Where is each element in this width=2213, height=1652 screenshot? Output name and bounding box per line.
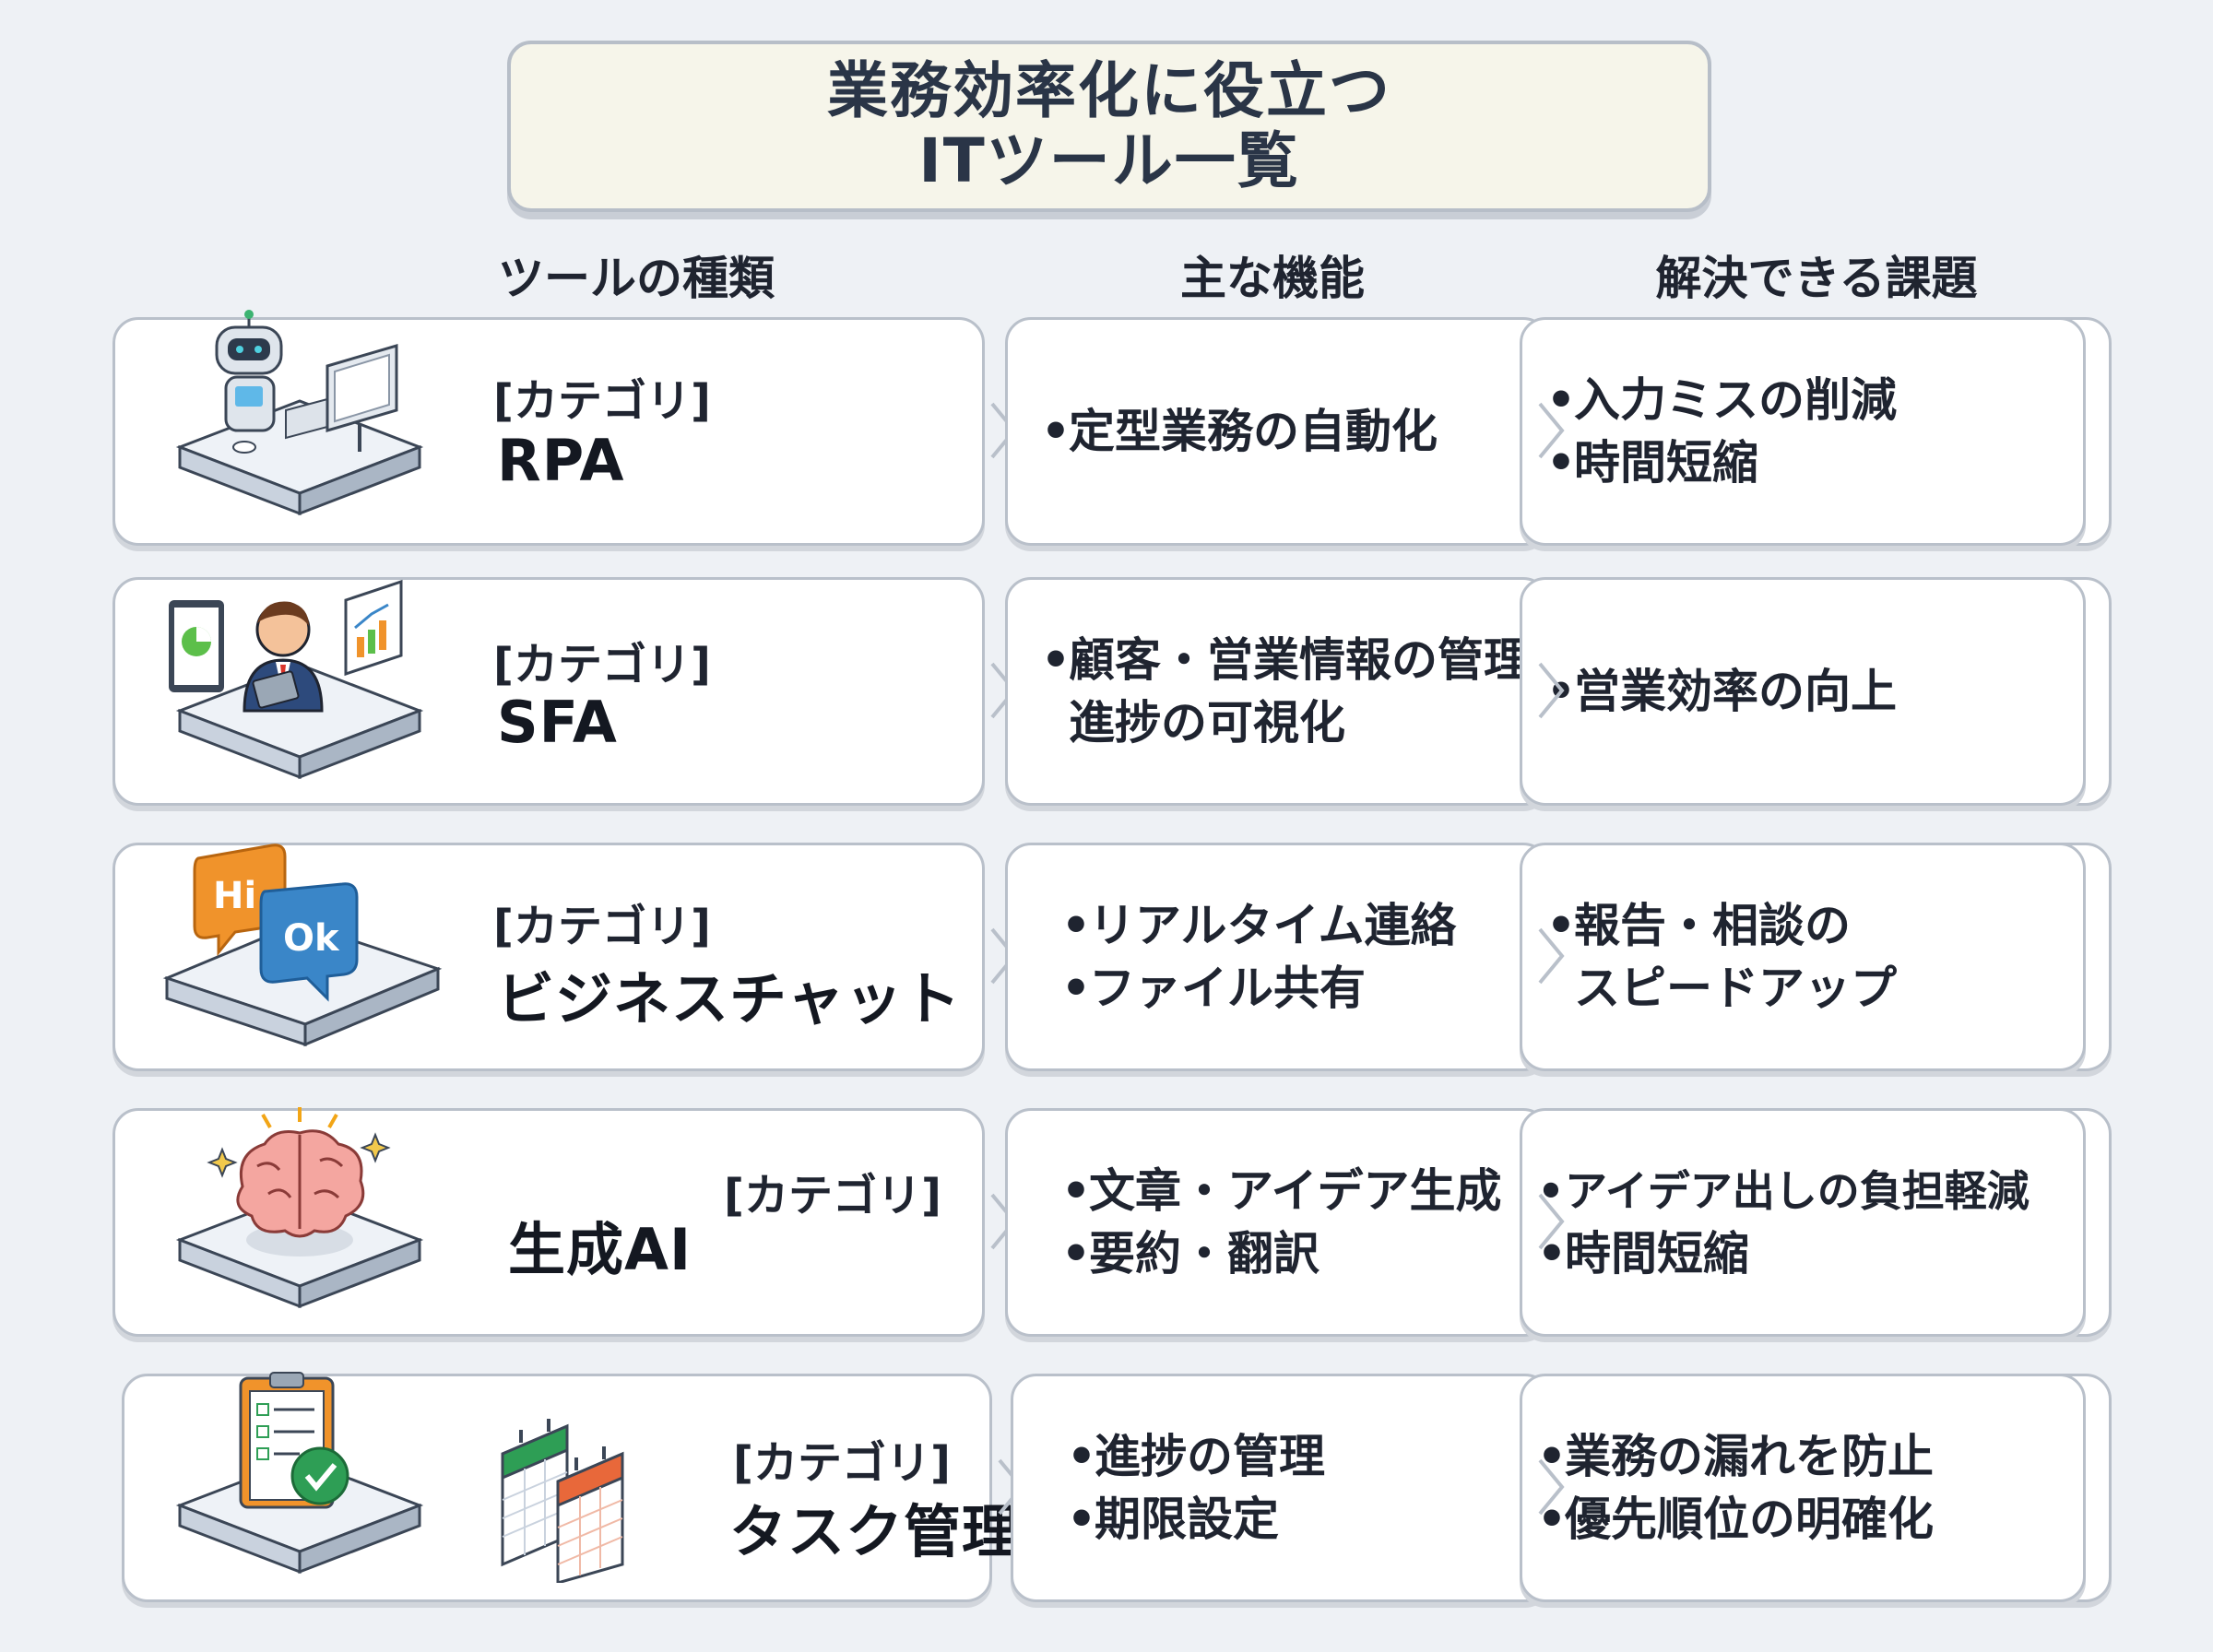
- function-item: •リアルタイム連絡: [1061, 899, 1457, 952]
- clipboard-checklist-icon: [175, 1372, 424, 1575]
- solution-item: •時間短縮: [1546, 436, 1758, 490]
- function-item: 進捗の可視化: [1069, 696, 1345, 749]
- page-title: 業務効率化に役立つ ITツール一覧: [507, 41, 1711, 212]
- tool-row-task-management: [カテゴリ] タスク管理 •進捗の管理 •期限設定 •業務の漏れを防止 •優先順…: [112, 1372, 2112, 1606]
- tool-name: タスク管理: [729, 1498, 1021, 1565]
- tool-card: [カテゴリ] RPA: [112, 310, 985, 546]
- tool-card: Hi Ok [カテゴリ] ビジネスチャット: [112, 843, 985, 1071]
- tool-card: [カテゴリ] タスク管理: [122, 1372, 1019, 1602]
- function-card: •顧客・営業情報の管理 進捗の可視化: [1005, 577, 1549, 806]
- solution-item: •入力ミスの削減: [1546, 373, 1897, 427]
- column-header-solve: 解決できる課題: [1655, 252, 1978, 305]
- chevron-right-icon: [1536, 658, 1568, 723]
- solution-card: •業務の漏れを防止 •優先順位の明確化: [1520, 1374, 2086, 1602]
- chevron-right-icon: [1536, 924, 1568, 988]
- solution-item: •業務の漏れを防止: [1537, 1430, 1934, 1483]
- speech-ok-text: Ok: [283, 917, 340, 960]
- category-label: [カテゴリ]: [493, 375, 711, 427]
- solution-item: •時間短縮: [1537, 1227, 1749, 1280]
- tool-row-sfa: [カテゴリ] SFA •顧客・営業情報の管理 進捗の可視化 •営業効率の向上: [112, 577, 2112, 809]
- category-label: [カテゴリ]: [493, 901, 711, 952]
- tool-card: [カテゴリ] 生成AI: [112, 1107, 985, 1337]
- column-header-tool: ツールの種類: [498, 252, 775, 305]
- robot-at-computer-icon: [175, 310, 424, 516]
- function-card: •リアルタイム連絡 •ファイル共有: [1005, 843, 1549, 1071]
- solution-card: •営業効率の向上: [1520, 577, 2086, 806]
- category-label: [カテゴリ]: [724, 1170, 941, 1221]
- solution-card: •アイデア出しの負担軽減 •時間短縮: [1520, 1108, 2086, 1337]
- function-card: •進捗の管理 •期限設定: [1011, 1374, 1551, 1602]
- function-item: •進捗の管理: [1067, 1430, 1325, 1483]
- tool-name: SFA: [497, 689, 618, 756]
- solution-item: スピードアップ: [1574, 962, 1897, 1015]
- function-item: •文章・アイデア生成: [1061, 1164, 1502, 1218]
- calendar-icon: [501, 1419, 624, 1583]
- salesperson-with-charts-icon: [169, 579, 424, 780]
- function-item: •期限設定: [1067, 1493, 1279, 1546]
- brain-icon: [175, 1107, 424, 1309]
- category-label: [カテゴリ]: [493, 639, 711, 690]
- function-item: •要約・翻訳: [1061, 1227, 1320, 1280]
- solution-card: •入力ミスの削減 •時間短縮: [1520, 317, 2086, 546]
- tool-name: RPA: [497, 427, 625, 494]
- tool-row-generative-ai: [カテゴリ] 生成AI •文章・アイデア生成 •要約・翻訳 •アイデア出しの負担…: [112, 1107, 2112, 1340]
- title-line-2: ITツール一覧: [918, 125, 1300, 196]
- tool-name: ビジネスチャット: [497, 965, 962, 1032]
- function-item: •顧客・営業情報の管理: [1041, 633, 1530, 687]
- category-label: [カテゴリ]: [733, 1437, 951, 1489]
- chevron-right-icon: [1536, 1189, 1568, 1254]
- tool-row-business-chat: Hi Ok [カテゴリ] ビジネスチャット •リアルタイム連絡 •ファイル共有 …: [112, 843, 2112, 1075]
- speech-bubbles-icon: Hi Ok: [162, 844, 443, 1047]
- title-line-1: 業務効率化に役立つ: [827, 55, 1391, 127]
- solution-item: •営業効率の向上: [1546, 665, 1897, 718]
- function-item: •定型業務の自動化: [1041, 405, 1438, 458]
- solution-item: •優先順位の明確化: [1537, 1493, 1934, 1546]
- tool-card: [カテゴリ] SFA: [112, 577, 985, 806]
- solution-item: •アイデア出しの負担軽減: [1537, 1166, 2030, 1216]
- chevron-right-icon: [1536, 398, 1568, 463]
- speech-hi-text: Hi: [213, 875, 256, 917]
- tool-name: 生成AI: [508, 1216, 692, 1283]
- function-item: •ファイル共有: [1061, 962, 1366, 1015]
- tool-row-rpa: [カテゴリ] RPA •定型業務の自動化 •入力ミスの削減 •時間短縮: [112, 310, 2112, 549]
- solution-card: •報告・相談の スピードアップ: [1520, 843, 2086, 1071]
- function-card: •定型業務の自動化: [1005, 317, 1549, 546]
- solution-item: •報告・相談の: [1546, 899, 1851, 952]
- function-card: •文章・アイデア生成 •要約・翻訳: [1005, 1108, 1549, 1337]
- column-header-function: 主な機能: [1180, 252, 1365, 305]
- chevron-right-icon: [1536, 1455, 1568, 1519]
